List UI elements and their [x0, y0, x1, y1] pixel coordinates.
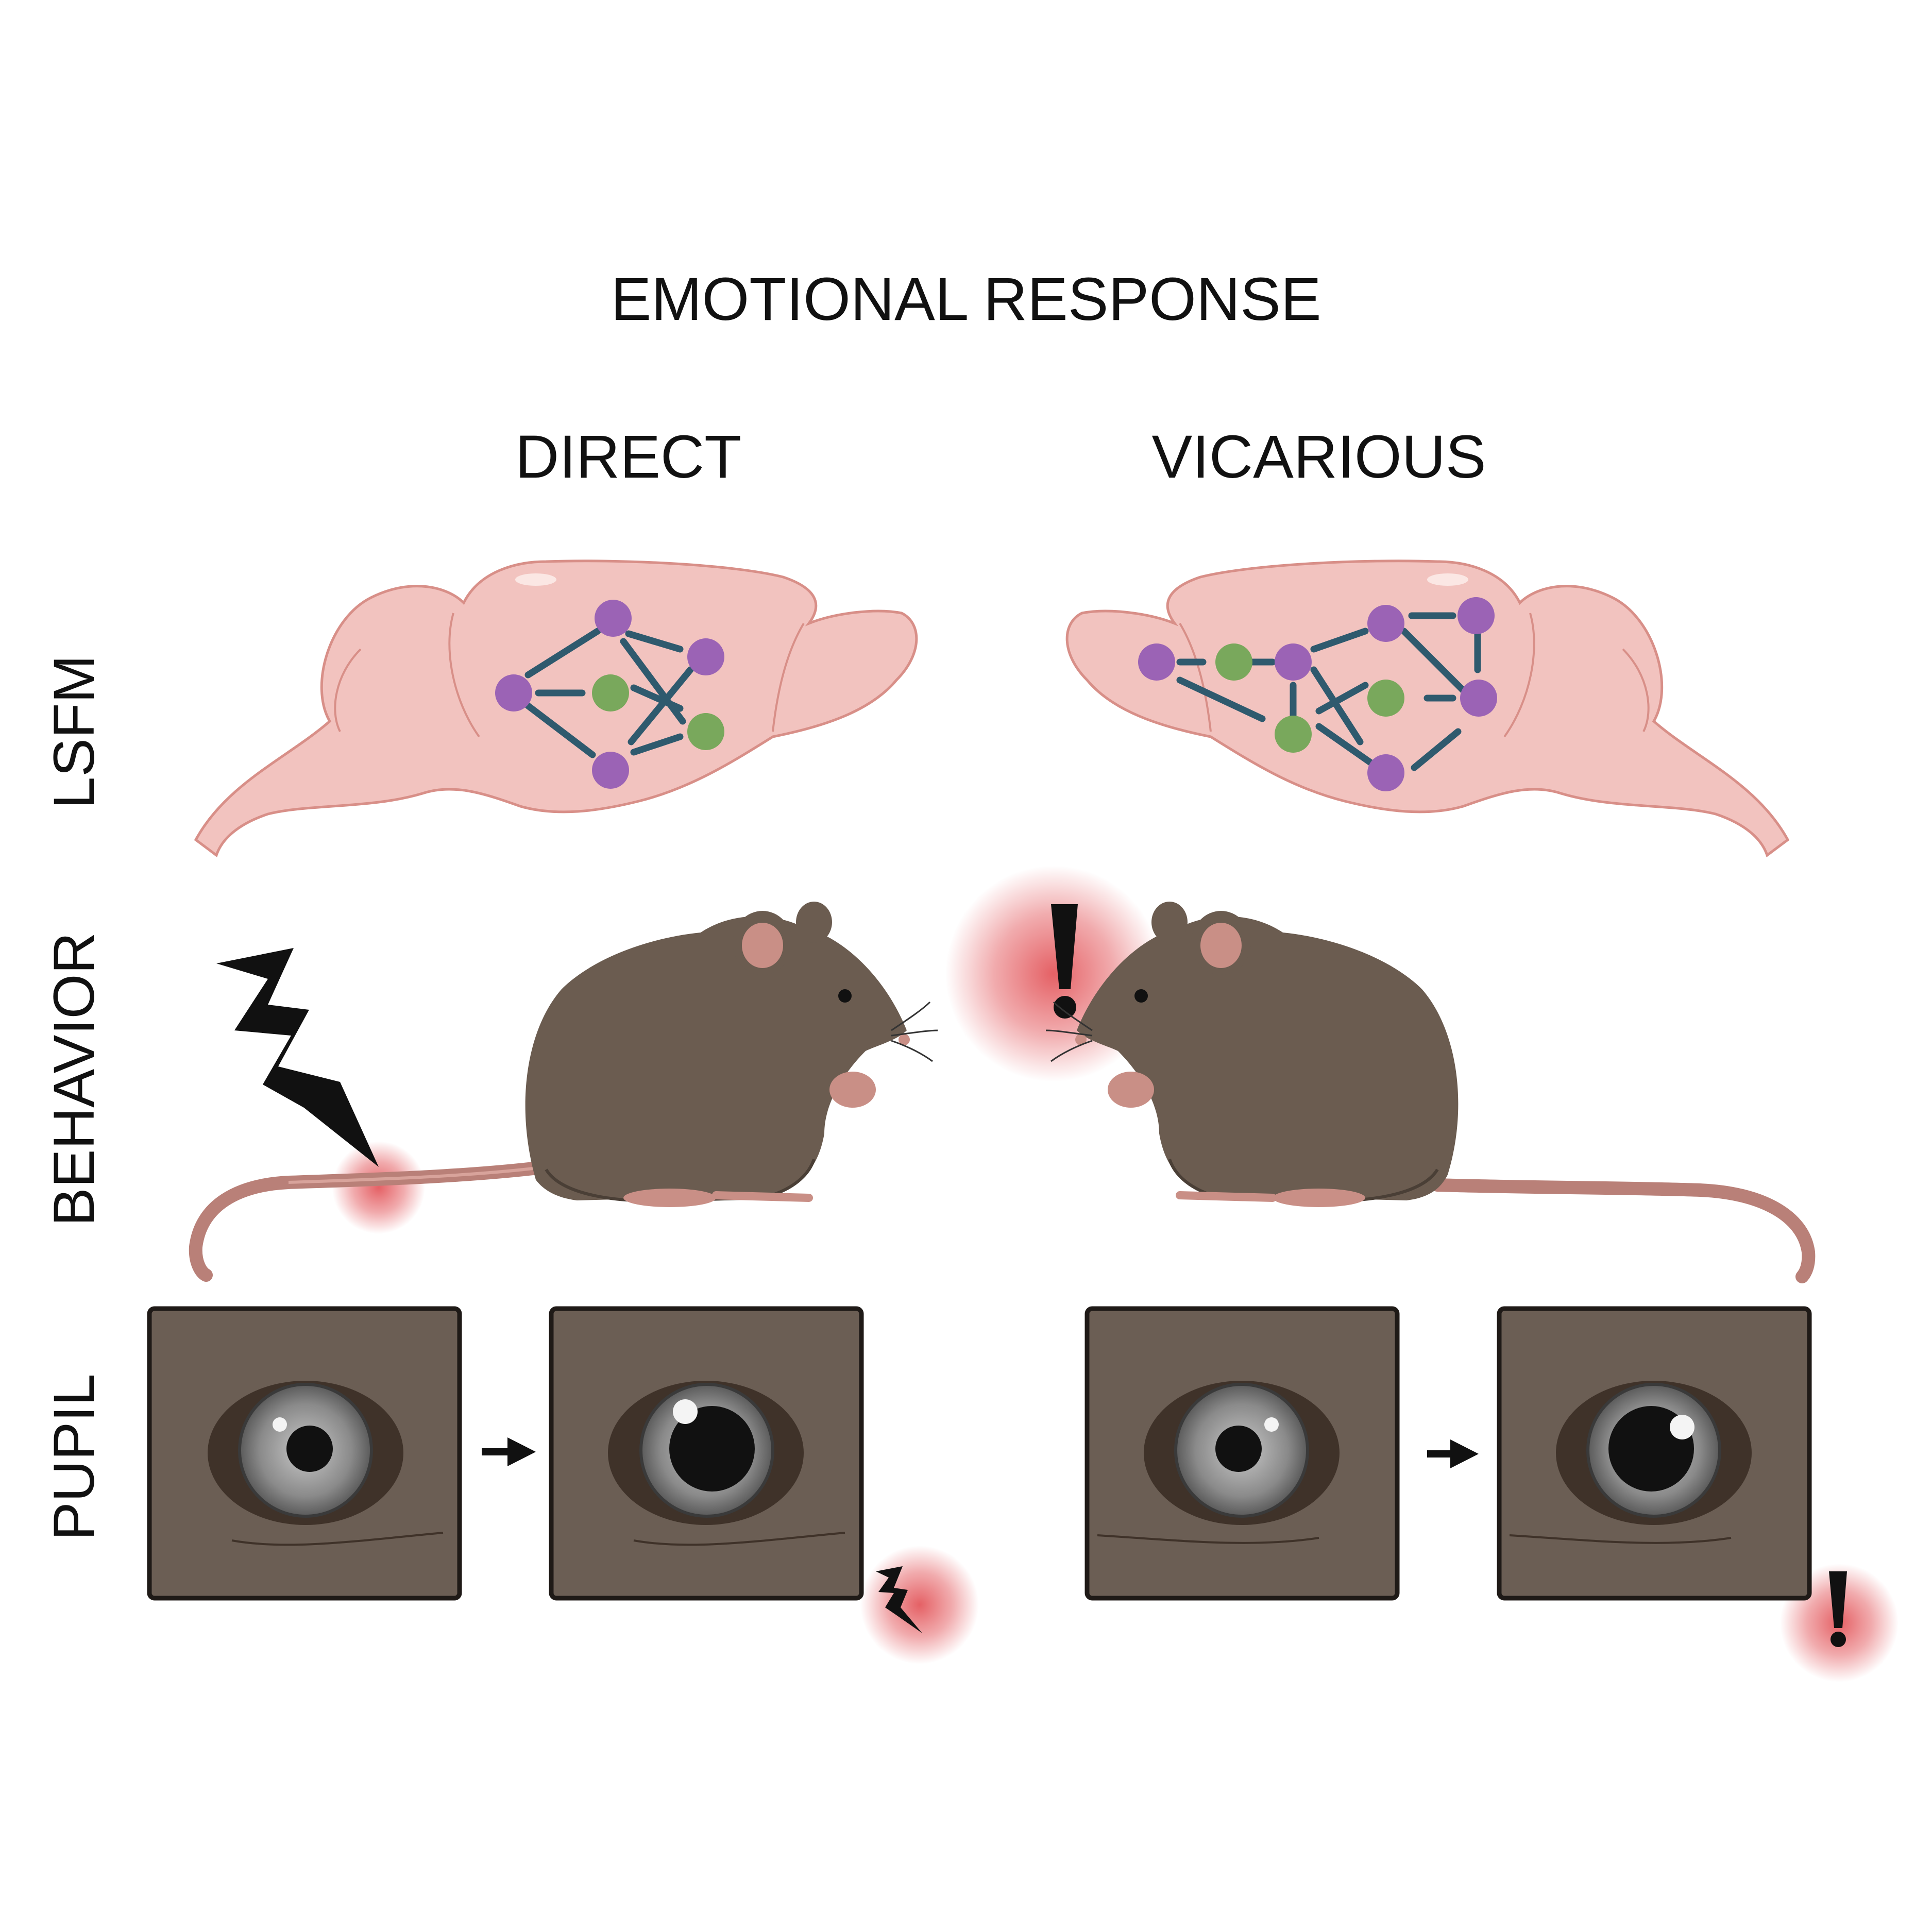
- column-label-direct: DIRECT: [515, 423, 742, 491]
- brain-highlight: [515, 573, 556, 586]
- lightning-icon: [216, 948, 379, 1167]
- mouse-ear-far: [796, 902, 832, 943]
- mouse-whiskers: [1045, 1001, 1093, 1062]
- mouse-nose: [899, 1034, 910, 1045]
- mouse-whiskers: [891, 1001, 938, 1062]
- brain-fold-vicarious-3: [1622, 648, 1650, 732]
- mouse-foot: [712, 1191, 813, 1202]
- brain-highlight: [1427, 573, 1468, 586]
- brain-fold-vicarious: [1503, 613, 1535, 738]
- network-vicarious: [1176, 612, 1481, 771]
- mouse-ear-inner: [1200, 923, 1242, 968]
- lightning-small-icon: [876, 1566, 922, 1633]
- glow-tail-shock: [332, 1141, 425, 1234]
- mouse-direct: [189, 902, 938, 1282]
- pupil-panel-vicarious-baseline: [1084, 1306, 1400, 1601]
- pupil-panel-vicarious-after-alarm: [1497, 1306, 1812, 1601]
- exclamation-small-icon: [1829, 1571, 1847, 1647]
- mouse-ear-far: [1151, 902, 1188, 943]
- mouse-tail: [1431, 1178, 1816, 1283]
- figure-title: EMOTIONAL RESPONSE: [611, 265, 1321, 333]
- mouse-nose: [1075, 1034, 1087, 1045]
- exclamation-icon: [1051, 904, 1078, 1019]
- brain-shape-vicarious: [1065, 560, 1790, 858]
- glow-pupil-shock: [860, 1546, 979, 1664]
- row-label-lsfm: LSFM: [42, 655, 106, 809]
- pupil-panel-direct-after-shock: [549, 1306, 864, 1601]
- network-vicarious-nodes: [1138, 597, 1497, 791]
- network-direct-nodes: [495, 600, 724, 789]
- column-label-vicarious: VICARIOUS: [1151, 423, 1486, 491]
- brain-direct: [194, 560, 918, 858]
- brain-shape-direct: [194, 560, 918, 858]
- row-label-behavior: BEHAVIOR: [42, 932, 106, 1227]
- mouse-hindpaw: [1273, 1189, 1365, 1207]
- mouse-eye: [838, 989, 852, 1003]
- brain-fold-direct: [448, 613, 480, 738]
- arrow-direct-icon: [482, 1437, 536, 1466]
- row-label-pupil: PUPIL: [42, 1374, 106, 1540]
- mouse-body: [525, 916, 907, 1200]
- mouse-eye: [1134, 989, 1148, 1003]
- brain-fold-direct-3: [334, 648, 362, 732]
- tail-highlight: [288, 1165, 547, 1184]
- arrow-vicarious-icon: [1427, 1439, 1479, 1468]
- pupil-panel-direct-baseline: [147, 1306, 462, 1601]
- brain-fold-vicarious-2: [1179, 622, 1212, 732]
- brain-fold-direct-2: [772, 622, 805, 732]
- mouse-body: [1077, 916, 1459, 1200]
- mouse-foot: [1176, 1191, 1277, 1202]
- brain-vicarious: [1065, 560, 1790, 858]
- mouse-hindpaw: [623, 1189, 716, 1207]
- mouse-ear-inner: [742, 923, 783, 968]
- mouse-paw: [829, 1072, 876, 1108]
- mouse-paw: [1108, 1072, 1154, 1108]
- mouse-vicarious: [1045, 902, 1816, 1283]
- network-direct: [524, 628, 694, 758]
